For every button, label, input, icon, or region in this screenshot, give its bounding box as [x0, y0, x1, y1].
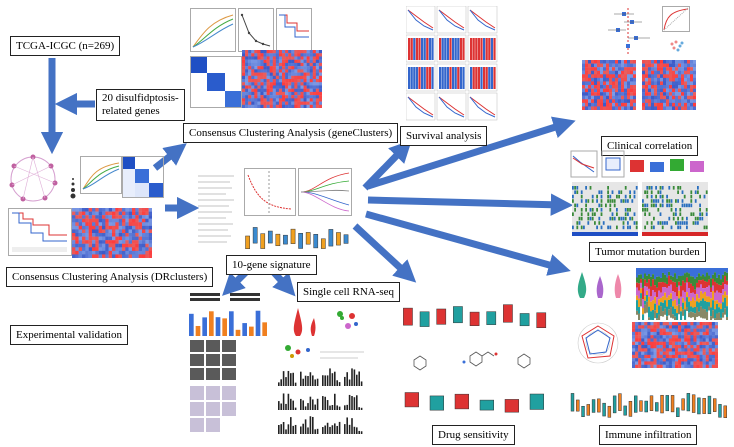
scrna-label: Single cell RNA-seq — [297, 282, 401, 302]
signature-lasso-cv — [244, 168, 296, 216]
consensus-dr-label: Consensus Clustering Analysis (DRcluster… — [6, 267, 214, 287]
immune-label: Immune infiltration — [599, 425, 698, 445]
signature-lasso-path — [298, 168, 352, 216]
immune-violin — [570, 268, 632, 302]
clinical-label: Clinical correlation — [601, 136, 699, 156]
arrow-sig-to-drug — [352, 223, 417, 283]
tmb-oncoplot-k — [572, 182, 638, 236]
immune-radar — [570, 318, 626, 368]
scrna-umap — [330, 304, 364, 336]
survival-grid — [406, 6, 498, 122]
immune-boxplots — [570, 372, 728, 424]
gene-delta-panel — [238, 8, 274, 52]
experimental-label: Experimental validation — [10, 325, 128, 345]
dr-network-panel — [6, 152, 66, 206]
source-cohort-label: TCGA-ICGC (n=269) — [10, 36, 121, 56]
dr-legend-dots — [68, 176, 84, 200]
exp-barcharts-2 — [252, 340, 270, 440]
drug-boxplots — [400, 290, 550, 334]
immune-heatmap — [632, 322, 718, 368]
gene-consensus-matrix — [190, 56, 242, 108]
gene-km-panel — [276, 8, 312, 52]
gene-heatmap — [242, 50, 322, 108]
exp-barcharts — [188, 306, 268, 336]
drug-structures — [400, 340, 550, 374]
exp-blots — [188, 290, 266, 304]
exp-microscopy-2 — [190, 386, 250, 434]
scrna-bars — [278, 366, 368, 438]
drug-label: Drug sensitivity — [432, 425, 515, 445]
consensus-gene-label: Consensus Clustering Analysis (geneClust… — [183, 123, 399, 143]
arrow-dr-to-gene — [152, 143, 187, 171]
dr-heatmap — [72, 208, 152, 258]
drug-boxplots-2 — [400, 380, 550, 420]
survival-label: Survival analysis — [400, 126, 488, 146]
gene-cdf-panel — [190, 8, 236, 52]
tmb-top-plots — [570, 150, 716, 180]
arrow-sig-to-clinical — [366, 116, 576, 190]
scrna-dots — [278, 340, 368, 364]
dr-km-panel — [8, 208, 72, 256]
exp-microscopy-1 — [190, 340, 250, 382]
dr-consensus-matrix — [122, 156, 164, 198]
clinical-heatmap-d — [582, 60, 636, 110]
signature-boxplots — [244, 216, 350, 256]
genes-label: 20 disulfidptosis- related genes — [96, 89, 185, 121]
clinical-roc — [662, 6, 690, 32]
tmb-oncoplot-l — [642, 182, 708, 236]
immune-stacked — [636, 268, 728, 320]
clinical-forest — [586, 6, 658, 56]
dr-cdf-panel — [80, 156, 122, 194]
clinical-heatmap-e — [642, 60, 696, 110]
signature-table — [196, 170, 238, 250]
arrow-sig-to-immune — [365, 210, 571, 276]
clinical-cluster — [664, 34, 688, 56]
arrow-sig-to-tmb — [367, 193, 574, 216]
scrna-violin — [278, 304, 328, 338]
signature-label: 10-gene signature — [226, 255, 317, 275]
tmb-label: Tumor mutation burden — [589, 242, 706, 262]
